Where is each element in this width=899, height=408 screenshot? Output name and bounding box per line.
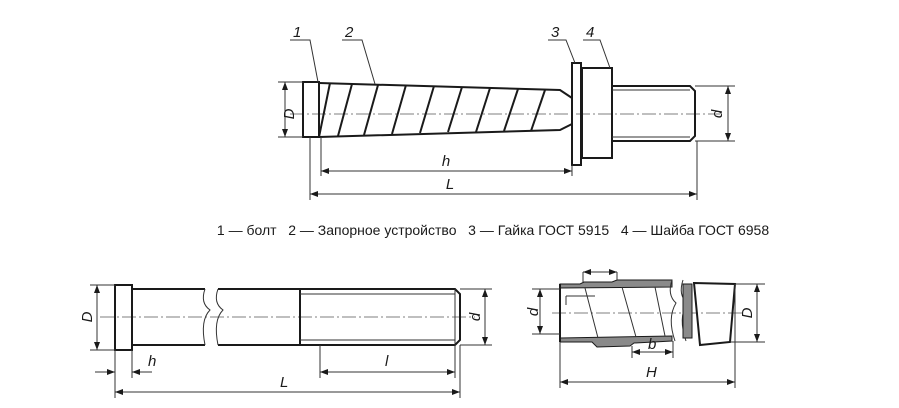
caption: 1 — болт 2 — Запорное устройство 3 — Гай…: [217, 222, 769, 238]
cone-wedge: [692, 281, 737, 347]
dim-l: l: [385, 353, 389, 370]
nut: [581, 67, 613, 159]
bolt-head: [302, 81, 320, 138]
assembly-view: 1 2 3 4 D d h L: [278, 24, 735, 200]
dim-d: d: [709, 109, 726, 118]
cone-spiral: [318, 82, 546, 138]
locking-device-view: d D b H: [525, 269, 765, 388]
dim-H: H: [646, 364, 657, 381]
callout-2: 2: [344, 24, 354, 41]
bolt-head: [114, 284, 133, 351]
dim-d: d: [525, 307, 542, 316]
dim-D: D: [281, 108, 298, 119]
dim-L: L: [446, 176, 454, 193]
dim-L: L: [280, 374, 288, 391]
callout-4: 4: [586, 24, 594, 41]
dim-b: b: [648, 336, 656, 353]
dim-h: h: [442, 153, 450, 170]
dim-h: h: [148, 353, 156, 370]
dim-D: D: [739, 307, 756, 318]
bolt-shank: [612, 85, 696, 142]
callout-3: 3: [551, 24, 560, 41]
callout-1: 1: [293, 24, 301, 41]
locking-cone: [318, 82, 573, 138]
dim-D: D: [79, 311, 96, 322]
dim-d: d: [467, 312, 484, 321]
bolt-view: D d h l L: [79, 284, 492, 398]
